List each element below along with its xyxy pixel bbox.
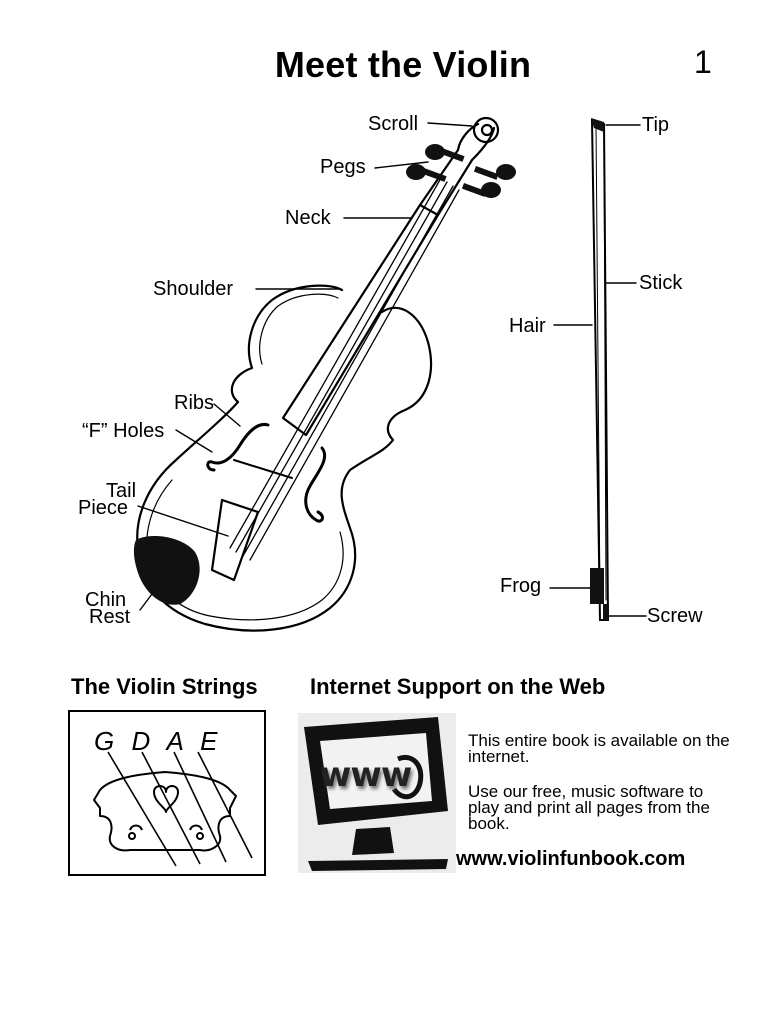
web-paragraph-1: This entire book is available on the int… (468, 731, 730, 766)
label-stick: Stick (639, 272, 683, 294)
label-ribs: Ribs (174, 392, 215, 414)
bridge-drawing (93, 751, 253, 867)
label-pegs: Pegs (320, 156, 366, 178)
label-screw: Screw (647, 605, 703, 627)
strings-heading: The Violin Strings (71, 674, 258, 699)
label-chin: Chin (85, 589, 127, 611)
website-link[interactable]: www.violinfunbook.com (456, 848, 686, 870)
label-hair: Hair (509, 315, 546, 337)
computer-icon: www (298, 713, 456, 873)
label-rest: Rest (89, 606, 131, 628)
label-shoulder: Shoulder (153, 278, 234, 300)
label-scroll: Scroll (368, 113, 419, 135)
label-tip: Tip (642, 114, 670, 136)
label-tail: Tail (106, 480, 137, 502)
violin-illustration (133, 116, 516, 632)
monitor-www-text: www (320, 755, 412, 795)
strings-diagram-box: G D A E (68, 710, 266, 876)
web-heading: Internet Support on the Web (310, 674, 606, 699)
bow-illustration (549, 118, 647, 621)
page-title: Meet the Violin (274, 44, 532, 85)
string-names: G D A E (94, 726, 223, 756)
label-f-holes: “F” Holes (82, 420, 165, 442)
label-frog: Frog (500, 575, 542, 597)
label-neck: Neck (285, 207, 331, 229)
label-piece: Piece (78, 497, 129, 519)
page-number: 1 (694, 44, 712, 80)
web-paragraph-2: Use our free, music software to play and… (468, 782, 710, 833)
